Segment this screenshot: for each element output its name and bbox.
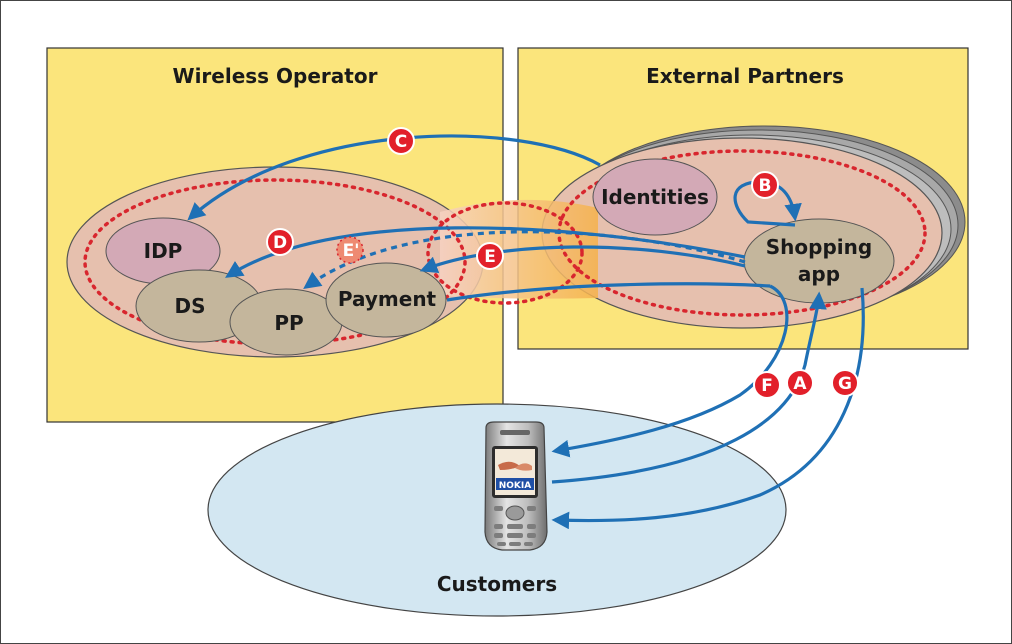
idp-label: IDP <box>144 239 183 263</box>
shopping-app-label-line1: Shopping <box>766 235 872 259</box>
customers-title: Customers <box>437 572 557 596</box>
step-e-prime-badge: E' <box>336 236 364 264</box>
shopping-app-node <box>743 218 895 304</box>
step-b-label: B <box>759 176 772 196</box>
mobile-phone-icon: NOKIA <box>484 421 548 551</box>
shopping-app-label-line2: app <box>798 262 840 286</box>
step-a-label: A <box>793 374 807 394</box>
step-f-label: F <box>761 376 773 396</box>
ds-label: DS <box>174 294 205 318</box>
payment-node <box>325 262 447 338</box>
step-e-badge: E <box>476 242 504 270</box>
pp-label: PP <box>274 311 303 335</box>
partner-domain <box>541 137 943 329</box>
flow-f-arrow <box>551 284 789 458</box>
federation-trust-boundary <box>426 201 584 305</box>
step-f-badge: F <box>753 371 781 399</box>
phone-brand-label: NOKIA <box>499 481 532 491</box>
payment-label: Payment <box>338 287 437 311</box>
step-e-prime-label: E' <box>343 241 360 261</box>
external-partners-title: External Partners <box>646 64 844 88</box>
wireless-operator-title: Wireless Operator <box>173 64 378 88</box>
step-a-badge: A <box>786 369 814 397</box>
operator-trust-boundary <box>83 178 467 346</box>
step-d-label: D <box>273 233 287 253</box>
flow-g-arrow <box>551 287 865 530</box>
payment-to-shopping-link <box>446 282 771 302</box>
step-c-label: C <box>395 132 407 152</box>
step-g-badge: G <box>831 369 859 397</box>
step-d-badge: D <box>266 228 294 256</box>
flow-a-arrow <box>551 291 827 484</box>
step-g-label: G <box>838 374 852 394</box>
step-b-badge: B <box>751 171 779 199</box>
flow-e-arrow <box>419 245 746 274</box>
identities-label: Identities <box>601 185 709 209</box>
step-e-label: E <box>484 247 496 267</box>
step-c-badge: C <box>387 127 415 155</box>
identities-node <box>592 158 718 236</box>
